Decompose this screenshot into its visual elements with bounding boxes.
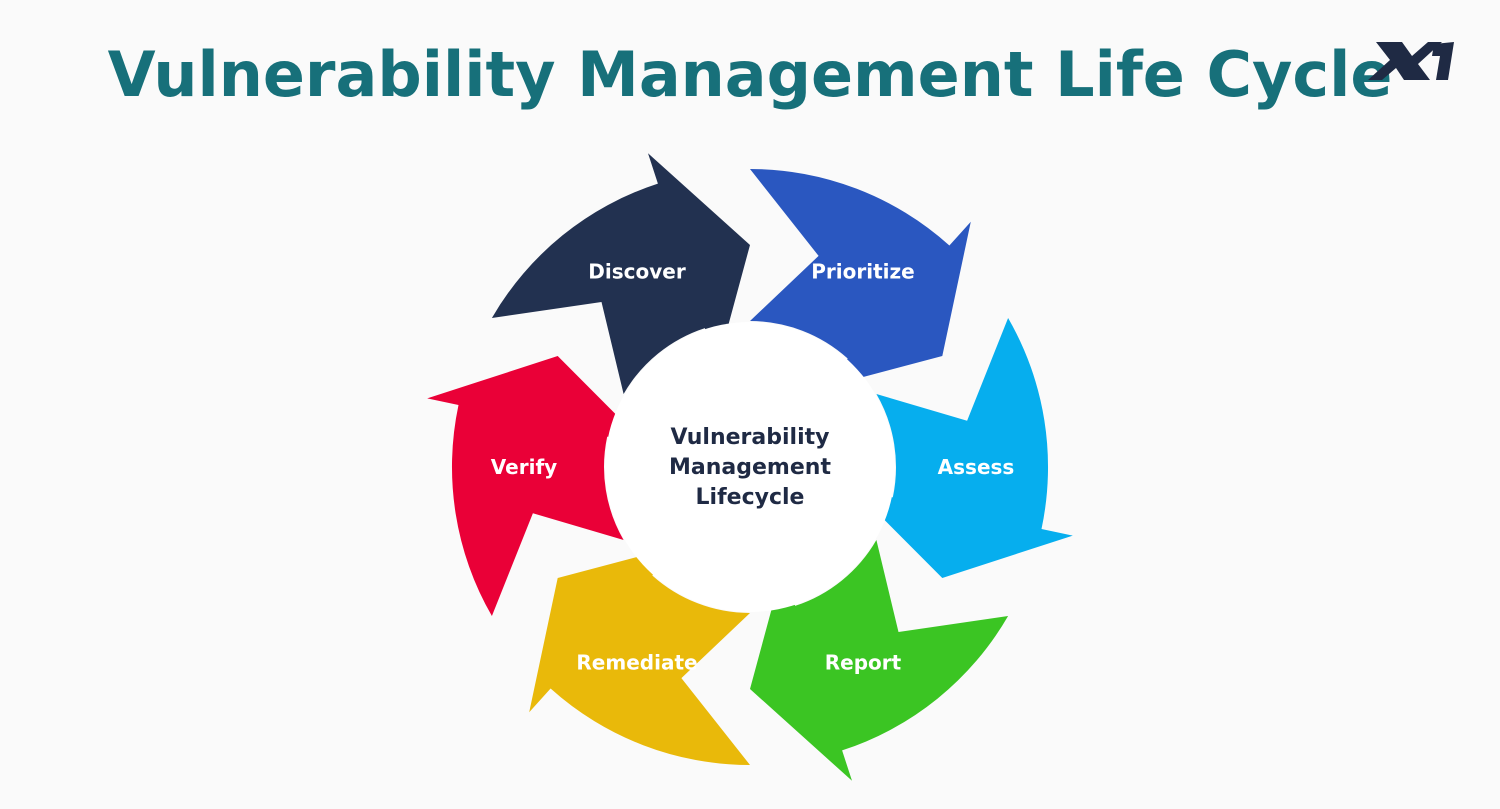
stage-label-prioritize: Prioritize (811, 259, 914, 283)
page-title: Vulnerability Management Life Cycle (107, 38, 1393, 111)
segment-assess (853, 318, 1073, 578)
stage-label-remediate: Remediate (576, 651, 697, 675)
center-label-line-2: Management (669, 455, 831, 480)
stage-label-assess: Assess (938, 455, 1015, 479)
center-label-line-3: Lifecycle (696, 485, 805, 510)
stage-label-report: Report (825, 651, 902, 675)
logo-x-mark (1368, 42, 1442, 80)
segment-discover (491, 153, 750, 394)
center-label-line-1: Vulnerability (671, 425, 830, 450)
stage-label-verify: Verify (491, 455, 557, 479)
segment-prioritize (750, 169, 971, 389)
segment-report (750, 540, 1009, 781)
logo-one-mark (1432, 42, 1454, 80)
stage-label-discover: Discover (588, 259, 686, 283)
segment-remediate (529, 545, 750, 765)
center-hub (605, 322, 895, 612)
segment-verify (427, 356, 647, 616)
x1-logo (1368, 42, 1454, 80)
